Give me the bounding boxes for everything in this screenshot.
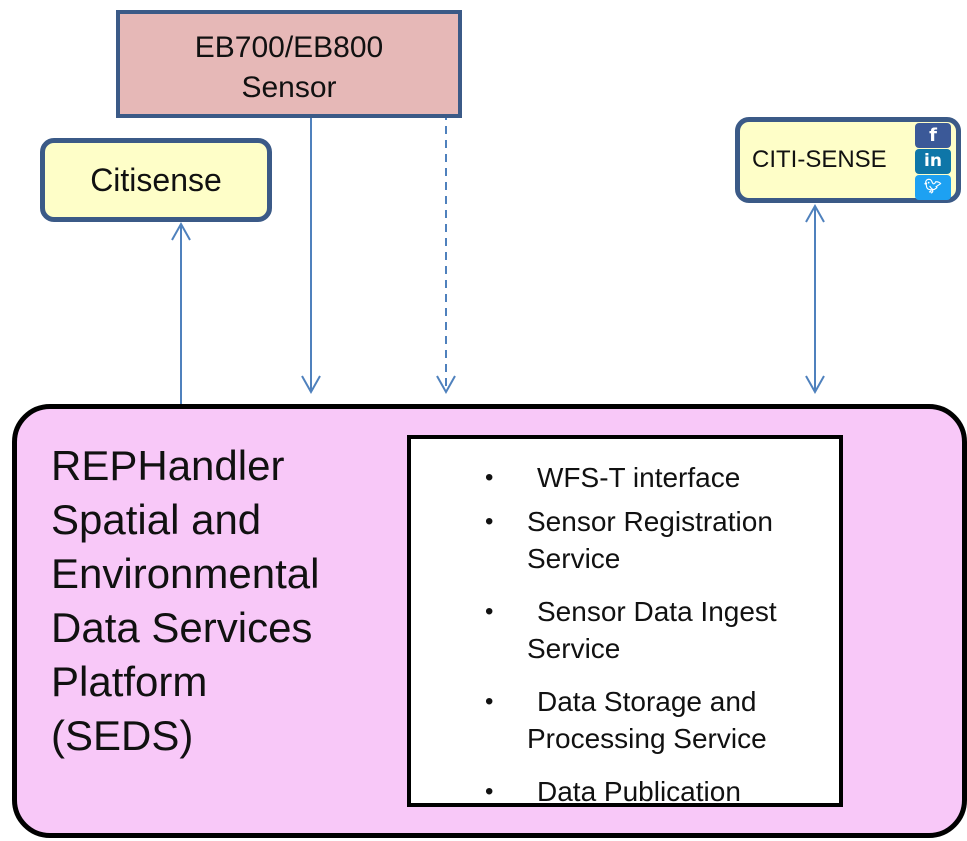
social-link-down-arrowhead: [805, 375, 825, 395]
seds-title-line: Spatial and: [51, 496, 262, 543]
seds-title-line: (SEDS): [51, 712, 194, 759]
sensor-label: EB700/EB800 Sensor: [194, 31, 384, 104]
facebook-icon: f: [915, 123, 951, 148]
service-label: Sensor Data Ingest Service: [527, 596, 777, 664]
citi-sense-social-box: CITI-SENSE f in 🐦︎: [735, 117, 961, 203]
service-label: Sensor Registration Service: [527, 506, 773, 574]
seds-title: REPHandler Spatial and Environmental Dat…: [51, 439, 319, 763]
twitter-icon: 🐦︎: [915, 175, 951, 200]
sensor-box: EB700/EB800 Sensor: [116, 10, 462, 118]
seds-title-line: Data Services: [51, 604, 313, 651]
sensor-config-arrowhead: [436, 375, 456, 395]
citisense-app-box: Citisense: [40, 138, 272, 222]
social-link-up-arrowhead: [805, 203, 825, 223]
seds-title-line: Platform: [51, 658, 208, 705]
citisense-app-label: Citisense: [90, 161, 222, 198]
linkedin-icon: in: [915, 149, 951, 174]
service-label: WFS-T interface: [537, 462, 741, 493]
citi-sense-social-label: CITI-SENSE: [752, 146, 887, 173]
seds-title-line: Environmental: [51, 550, 320, 597]
services-box: • WFS-T interface • Sensor Registration …: [407, 435, 843, 807]
seds-platform-box: REPHandler Spatial and Environmental Dat…: [12, 404, 967, 838]
service-label: Data Storage and Processing Service: [527, 686, 767, 754]
citisense-arrowhead: [171, 221, 191, 241]
seds-title-line: REPHandler: [51, 442, 285, 489]
service-label: Data Publication: [537, 776, 741, 807]
sensor-data-arrowhead: [301, 375, 321, 395]
